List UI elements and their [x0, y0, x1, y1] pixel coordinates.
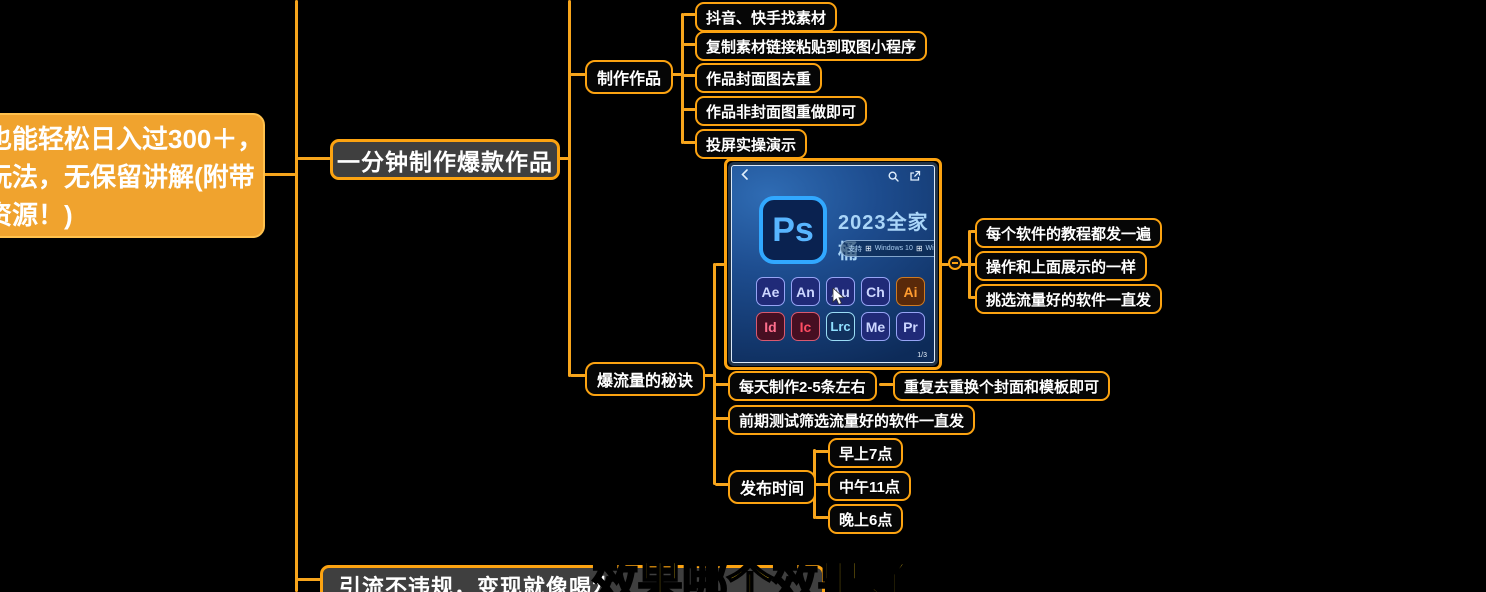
branch-spine-burst — [713, 263, 716, 485]
win11-label: Windows 11 — [925, 245, 934, 252]
node-tip-pick-soft[interactable]: 挑选流量好的软件一直发 — [975, 284, 1163, 314]
connector-line — [558, 157, 569, 160]
windows-icon: ⊞ — [915, 243, 923, 253]
node-pretest-filter[interactable]: 前期测试筛选流量好的软件一直发 — [728, 405, 976, 435]
share-icon — [910, 170, 921, 181]
connector-line — [683, 108, 696, 111]
connector-line — [879, 383, 894, 386]
node-tip-tutorials[interactable]: 每个软件的教程都发一遍 — [975, 218, 1163, 248]
connector-line — [570, 374, 586, 377]
node-copy-link[interactable]: 复制素材链接粘贴到取图小程序 — [695, 31, 928, 61]
connector-line — [570, 73, 586, 76]
indesign-icon: Id — [756, 312, 785, 341]
collapse-toggle-button[interactable] — [948, 256, 962, 270]
connector-line — [715, 383, 729, 386]
intro-line-2: 玩法，无保留讲解(附带 — [0, 162, 255, 192]
connector-line — [683, 141, 696, 144]
node-daily-output[interactable]: 每天制作2-5条左右 — [728, 371, 877, 401]
node-traffic-monetize[interactable]: 引流不违规，变现就像喝水 — [320, 565, 825, 592]
node-repeat-dedupe[interactable]: 重复去重换个封面和模板即可 — [893, 371, 1111, 401]
node-noncover-remake[interactable]: 作品非封面图重做即可 — [695, 96, 868, 126]
win10-label: Windows 10 — [874, 245, 913, 252]
search-icon — [888, 171, 899, 182]
media-encoder-icon: Me — [861, 312, 890, 341]
node-time-evening[interactable]: 晚上6点 — [828, 504, 904, 534]
connector-line — [668, 73, 682, 76]
branch-spine-main — [568, 0, 571, 377]
connector-line — [970, 296, 977, 299]
intro-line-1: 也能轻松日入过300＋， — [0, 124, 264, 154]
connector-line — [941, 263, 949, 266]
node-main-topic[interactable]: 一分钟制作爆款作品 — [330, 139, 560, 180]
node-time-morning[interactable]: 早上7点 — [828, 438, 904, 468]
connector-line — [683, 74, 696, 77]
connector-line — [703, 374, 714, 377]
premiere-icon: Pr — [896, 312, 925, 341]
intro-line-3: 资源！) — [0, 200, 73, 230]
page-indicator: 1/3 — [917, 352, 927, 359]
back-icon — [741, 169, 748, 180]
windows-icon: ⊞ — [865, 243, 872, 253]
app-icons-row-1: Ae An Au Ch Ai — [756, 277, 925, 306]
support-label: 支持 — [848, 245, 862, 253]
connector-line — [815, 450, 829, 453]
node-burst-secret[interactable]: 爆流量的秘诀 — [585, 362, 706, 396]
character-animator-icon: Ch — [861, 277, 890, 306]
branch-spine-make — [681, 13, 684, 144]
connector-line — [683, 43, 696, 46]
node-find-material[interactable]: 抖音、快手找素材 — [695, 2, 838, 32]
connector-line — [715, 263, 725, 266]
windows-support-pill: 支持 ⊞ Windows 10 ⊞ Windows 11 — [840, 240, 934, 257]
incopy-icon: Ic — [791, 312, 820, 341]
connector-line — [715, 417, 729, 420]
connector-line — [297, 578, 322, 581]
branch-spine-root — [295, 0, 298, 592]
screenshot-topbar — [732, 166, 934, 186]
connector-line — [815, 516, 829, 519]
node-tip-operation[interactable]: 操作和上面展示的一样 — [975, 251, 1148, 281]
animate-icon: An — [791, 277, 820, 306]
mouse-cursor-icon — [832, 288, 845, 305]
photoshop-logo: Ps — [759, 196, 827, 264]
illustrator-icon: Ai — [896, 277, 925, 306]
connector-line — [970, 263, 977, 266]
node-adobe-screenshot[interactable]: Ps 2023全家桶 支持 ⊞ Windows 10 ⊞ Windows 11 … — [724, 158, 942, 370]
connector-line — [715, 483, 729, 486]
adobe-app-page: Ps 2023全家桶 支持 ⊞ Windows 10 ⊞ Windows 11 … — [731, 165, 935, 363]
lightroom-classic-icon: Lrc — [826, 312, 855, 341]
connector-line — [297, 157, 331, 160]
branch-spine-tips — [968, 230, 971, 299]
connector-line — [683, 13, 696, 16]
node-cover-dedupe[interactable]: 作品封面图去重 — [695, 63, 823, 93]
connector-line — [263, 173, 296, 176]
connector-line — [815, 483, 829, 486]
node-screencast-demo[interactable]: 投屏实操演示 — [695, 129, 808, 159]
after-effects-icon: Ae — [756, 277, 785, 306]
connector-line — [961, 263, 969, 266]
video-subtitle-overlay: 效果哪个效果好 — [591, 555, 909, 592]
app-icons-row-2: Id Ic Lrc Me Pr — [756, 312, 925, 341]
node-time-noon[interactable]: 中午11点 — [828, 471, 911, 501]
node-make-works[interactable]: 制作作品 — [585, 60, 674, 94]
node-publish-time[interactable]: 发布时间 — [728, 470, 817, 504]
connector-line — [970, 230, 977, 233]
node-intro[interactable]: 也能轻松日入过300＋， 玩法，无保留讲解(附带 资源！) — [0, 113, 265, 238]
